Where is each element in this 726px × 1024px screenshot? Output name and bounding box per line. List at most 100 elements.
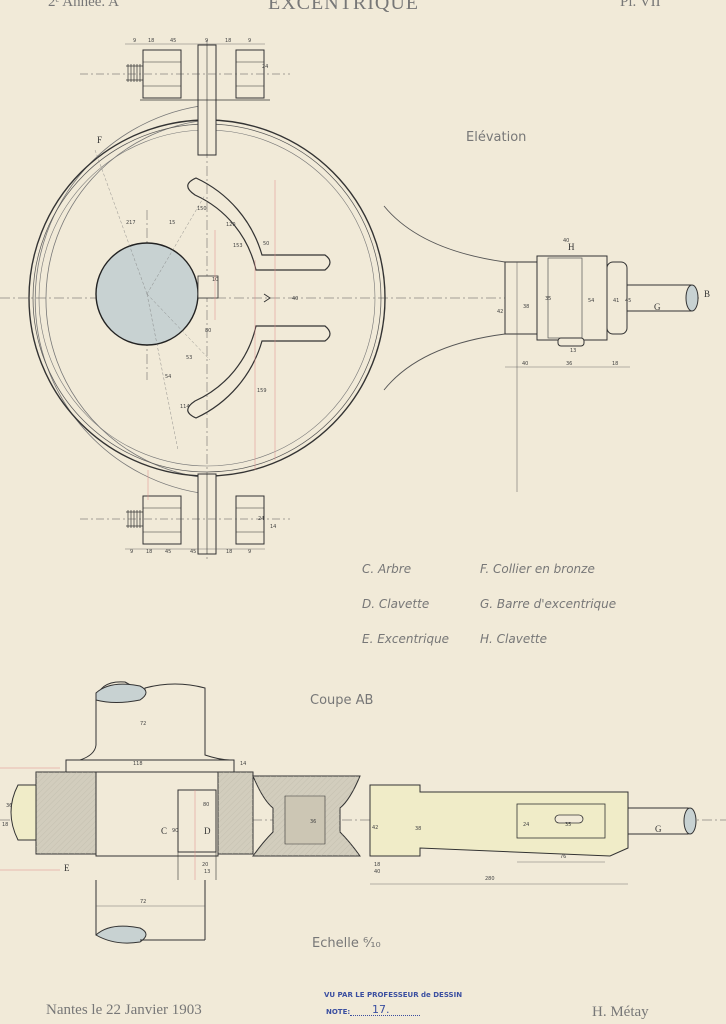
- dim-bot-3: 45: [165, 549, 171, 555]
- shaft-break-bottom: [95, 925, 147, 944]
- dim-top-6: 9: [248, 38, 251, 44]
- strap-left-end: [10, 784, 37, 841]
- dim-top-5: 18: [225, 38, 231, 44]
- place-date: Nantes le 22 Janvier 1903: [46, 1002, 202, 1018]
- scale-label: Echelle ⁶⁄₁₀: [312, 936, 381, 951]
- dim-bolt-side-3: 14: [270, 524, 276, 530]
- legend-c: C. Arbre: [362, 562, 412, 576]
- shaft-break-top: [95, 683, 147, 703]
- dim-r1: 217: [126, 220, 136, 226]
- dim-sec-d3: 80: [203, 802, 209, 808]
- dim-rod-7: 40: [563, 238, 569, 244]
- dim-bot-4: 45: [190, 549, 196, 555]
- dim-w5: 53: [186, 355, 192, 361]
- legend-f: F. Collier en bronze: [480, 562, 595, 576]
- label-g-section: G: [655, 824, 662, 834]
- label-g-rod: G: [654, 302, 661, 312]
- dim-w1: 15: [169, 220, 175, 226]
- dim-top-3: 45: [170, 38, 176, 44]
- dim-sec-w1: 76: [560, 854, 566, 860]
- stamp-line1: VU PAR LE PROFESSEUR de DESSIN: [324, 991, 463, 999]
- legend-e: E. Excentrique: [362, 632, 450, 646]
- dim-w3: 50: [263, 241, 269, 247]
- label-d: D: [204, 826, 211, 836]
- bottom-nut-right: [235, 495, 265, 545]
- key-section: [177, 789, 217, 853]
- dim-sec-top1: 72: [140, 721, 146, 727]
- section-view: [0, 681, 726, 944]
- dim-rod-w4: 13: [570, 348, 576, 354]
- crescent-upper: [187, 177, 331, 271]
- elevation-annotations: F B G H 9 18 45 9 18 9 9 18 45 45 18 9 2…: [97, 38, 710, 555]
- top-bolt-thread: [126, 64, 143, 82]
- dim-bot-2: 18: [146, 549, 152, 555]
- bottom-nut-left: [142, 495, 182, 545]
- rod-cotter: [557, 337, 585, 347]
- dim-sec-w5: 13: [204, 869, 210, 875]
- dim-sec-w2: 280: [485, 876, 495, 882]
- dim-w2: 10: [212, 277, 218, 283]
- dim-r3: 120: [226, 222, 236, 228]
- dim-rod-6: 45: [625, 298, 631, 304]
- dim-bot-1: 9: [130, 549, 133, 555]
- dim-bot-5: 18: [226, 549, 232, 555]
- bottom-bolt-thread: [126, 510, 143, 528]
- dim-rod-w2: 36: [566, 361, 572, 367]
- dim-bot-6: 9: [248, 549, 251, 555]
- label-b: B: [704, 289, 710, 299]
- dim-rod-w3: 18: [612, 361, 618, 367]
- strap-upper-transition: [383, 205, 506, 263]
- dim-sec-w3: 18: [374, 862, 380, 868]
- strap-inner-left: [45, 119, 208, 479]
- dim-rod-1: 42: [497, 309, 503, 315]
- plate-number: Pl. VII: [620, 0, 661, 10]
- dim-sec-d6: 38: [415, 826, 421, 832]
- crescent-lower: [187, 325, 331, 419]
- dim-sec-d2: 18: [2, 822, 8, 828]
- dim-top-1: 9: [133, 38, 136, 44]
- dim-sec-c: 90: [172, 828, 178, 834]
- stamp-underline: [350, 1015, 420, 1016]
- label-c: C: [161, 826, 167, 836]
- dim-rod-w1: 40: [522, 361, 528, 367]
- key-slot: [197, 275, 219, 299]
- dim-sec-w4: 20: [202, 862, 208, 868]
- dim-rod-3: 35: [545, 296, 551, 302]
- label-h: H: [568, 242, 575, 252]
- section-title: Coupe AB: [310, 693, 374, 708]
- elevation-view: [0, 40, 700, 560]
- section-annotations: E C D G 72 118 14 36 18 90 80 36 42 38 2…: [2, 721, 662, 907]
- dim-top-4: 9: [205, 38, 208, 44]
- dim-sec-d7: 24: [523, 822, 529, 828]
- dim-bolt-side: 24: [262, 64, 268, 70]
- label-f: F: [97, 135, 102, 145]
- legend-g: G. Barre d'excentrique: [480, 597, 617, 611]
- elevation-title: Elévation: [466, 130, 527, 145]
- label-e: E: [64, 863, 70, 873]
- web-mark: [263, 293, 271, 303]
- dim-sec-d4: 36: [310, 819, 316, 825]
- dim-sec-top2: 118: [133, 761, 143, 767]
- dim-w4: 80: [205, 328, 211, 334]
- dim-sec-bot: 72: [140, 899, 146, 905]
- dim-r2: 150: [197, 206, 207, 212]
- dim-sec-d5: 42: [372, 825, 378, 831]
- class-year-label: 2ᵉ Année. A: [48, 0, 119, 10]
- signature: H. Métay: [592, 1004, 649, 1020]
- section-cotter-slot: [554, 814, 584, 824]
- dim-sec-top3: 14: [240, 761, 246, 767]
- dim-w6: 54: [165, 374, 171, 380]
- dim-w8: 159: [257, 388, 267, 394]
- section-rod-bar: [627, 807, 689, 835]
- dim-hub: 40: [292, 296, 298, 302]
- rod-end-section: [685, 284, 699, 312]
- drawing-title: EXCENTRIQUE: [268, 0, 419, 14]
- stamp-note-label: NOTE:: [326, 1008, 351, 1016]
- strap-lower-transition: [383, 333, 506, 391]
- strap-outer-left: [34, 104, 208, 495]
- dim-bolt-side-2: 24: [258, 516, 264, 522]
- dim-w7: 114: [180, 404, 190, 410]
- dim-top-2: 18: [148, 38, 154, 44]
- dim-sec-w6: 40: [374, 869, 380, 875]
